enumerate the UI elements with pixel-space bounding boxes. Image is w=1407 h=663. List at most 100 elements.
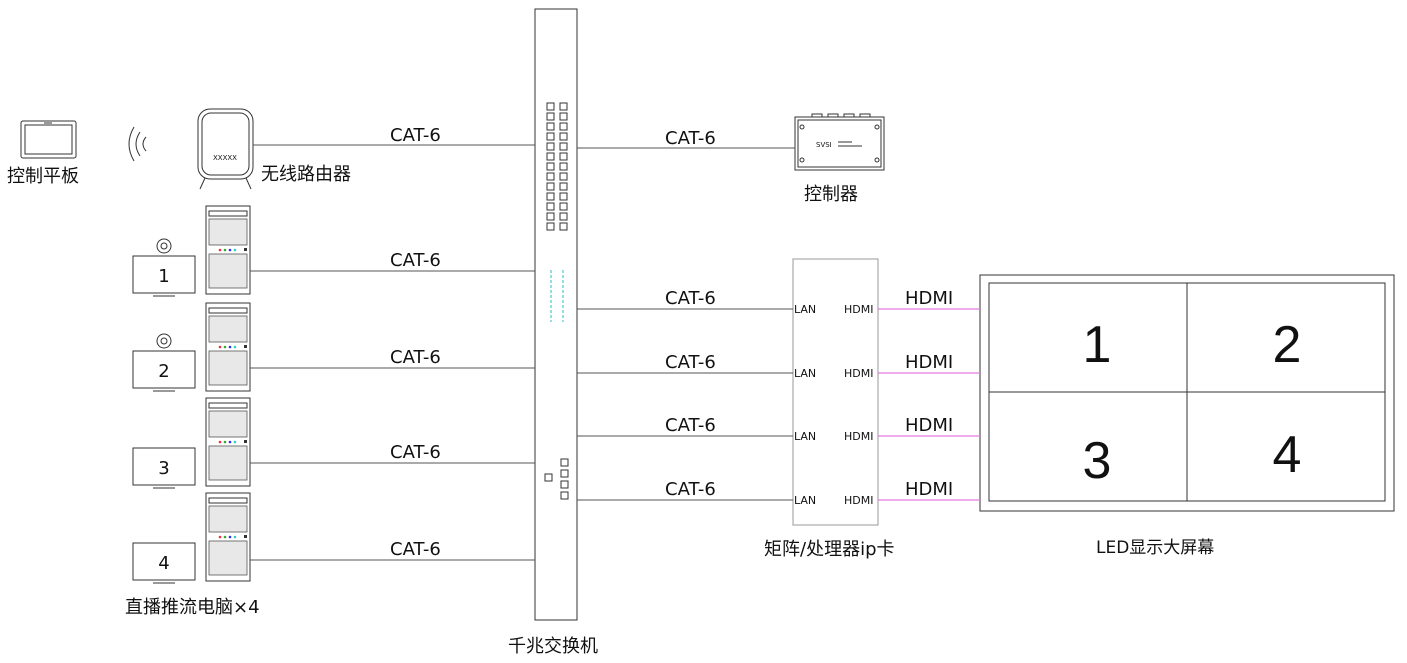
- pc-unit: 4: [132, 492, 251, 584]
- pc-monitor: [132, 542, 196, 581]
- switch-port: [560, 458, 569, 467]
- pc-led: [228, 535, 232, 539]
- cable-label-matrix: CAT-6: [665, 352, 716, 373]
- pc-power: [244, 248, 247, 251]
- switch-port: [559, 202, 568, 211]
- hdmi-cable-label: HDMI: [905, 415, 953, 436]
- pc-tower-bay: [208, 350, 248, 386]
- cable-label-matrix: CAT-6: [665, 415, 716, 436]
- pc-tower-slot: [208, 307, 248, 314]
- pc-number: 2: [158, 361, 169, 382]
- switch-port: [559, 172, 568, 181]
- switch-port: [559, 102, 568, 111]
- cable-label-pc: CAT-6: [390, 442, 441, 463]
- switch-port: [559, 162, 568, 171]
- pc-tower-bay: [208, 505, 248, 533]
- cable-label-controller: CAT-6: [665, 128, 716, 149]
- wifi-icon: [128, 126, 147, 162]
- pc-power: [244, 345, 247, 348]
- switch-port: [546, 112, 555, 121]
- pc-led: [228, 440, 232, 444]
- pc-unit: 1: [132, 205, 251, 297]
- pc-led: [233, 345, 237, 349]
- pc-group: 1 2 3 4: [132, 205, 251, 584]
- pc-led: [223, 535, 227, 539]
- camera-lens: [160, 242, 168, 250]
- pc-label: 直播推流电脑×4: [125, 597, 260, 618]
- pc-monitor: [132, 255, 196, 294]
- router-icon: XXXXX: [197, 108, 254, 190]
- hdmi-cable-label: HDMI: [905, 479, 953, 500]
- pc-tower-bay: [208, 410, 248, 438]
- pc-power: [244, 440, 247, 443]
- screen-label: LED显示大屏幕: [1096, 538, 1214, 558]
- switch-icon: [534, 8, 578, 621]
- pc-led: [233, 248, 237, 252]
- hdmi-cable-label: HDMI: [905, 352, 953, 373]
- controller-icon: SVSI: [794, 113, 885, 171]
- pc-tower: [205, 302, 251, 392]
- camera-lens: [160, 337, 168, 345]
- matrix-card: [792, 258, 879, 526]
- switch-port: [546, 212, 555, 221]
- lan-port-label: LAN: [794, 367, 816, 380]
- tablet-label: 控制平板: [7, 166, 79, 187]
- controller-label: 控制器: [804, 184, 858, 205]
- pc-led: [228, 345, 232, 349]
- screen-panel-1: 1: [1083, 316, 1112, 374]
- switch-port: [546, 102, 555, 111]
- pc-tower-slot: [208, 210, 248, 217]
- switch-port: [559, 152, 568, 161]
- cable-label-pc: CAT-6: [390, 347, 441, 368]
- pc-tower: [205, 205, 251, 295]
- switch-port: [546, 182, 555, 191]
- cable-label-pc: CAT-6: [390, 539, 441, 560]
- router-label: 无线路由器: [261, 164, 351, 185]
- pc-tower-bay: [208, 540, 248, 576]
- switch-port: [559, 222, 568, 231]
- pc-unit: 3: [132, 397, 251, 489]
- pc-led: [223, 440, 227, 444]
- controller-badge: SVSI: [816, 141, 832, 149]
- switch-port: [559, 132, 568, 141]
- switch-port: [560, 469, 569, 478]
- hdmi-port-label: HDMI: [844, 367, 873, 380]
- switch-port: [559, 122, 568, 131]
- hdmi-port-label: HDMI: [844, 303, 873, 316]
- hdmi-port-label: HDMI: [844, 494, 873, 507]
- cable-label-pc: CAT-6: [390, 250, 441, 271]
- switch-ports: [544, 102, 569, 500]
- pc-tower: [205, 397, 251, 487]
- pc-led: [218, 535, 222, 539]
- pc-monitor: [132, 447, 196, 486]
- cable-label-matrix: CAT-6: [665, 479, 716, 500]
- router-badge: XXXXX: [213, 154, 237, 162]
- pc-power: [244, 535, 247, 538]
- screen-panel-2: 2: [1273, 316, 1302, 374]
- switch-port: [546, 132, 555, 141]
- hdmi-cable-label: HDMI: [905, 288, 953, 309]
- switch-port: [560, 480, 569, 489]
- lan-port-label: LAN: [794, 494, 816, 507]
- pc-led: [218, 345, 222, 349]
- pc-led: [233, 440, 237, 444]
- switch-port: [544, 473, 553, 482]
- pc-tower-bay: [208, 445, 248, 481]
- switch-port: [559, 142, 568, 151]
- switch-port: [546, 162, 555, 171]
- pc-monitor: [132, 350, 196, 389]
- switch-port: [546, 222, 555, 231]
- pc-led: [218, 440, 222, 444]
- switch-port: [546, 202, 555, 211]
- pc-tower-bay: [208, 315, 248, 343]
- lan-port-label: LAN: [794, 303, 816, 316]
- switch-port: [559, 182, 568, 191]
- switch-port: [546, 192, 555, 201]
- pc-number: 4: [158, 553, 169, 574]
- switch-port: [560, 491, 569, 500]
- screen-panel-3: 3: [1083, 432, 1112, 490]
- pc-tower-bay: [208, 218, 248, 246]
- switch-port: [559, 212, 568, 221]
- pc-unit: 2: [132, 302, 251, 392]
